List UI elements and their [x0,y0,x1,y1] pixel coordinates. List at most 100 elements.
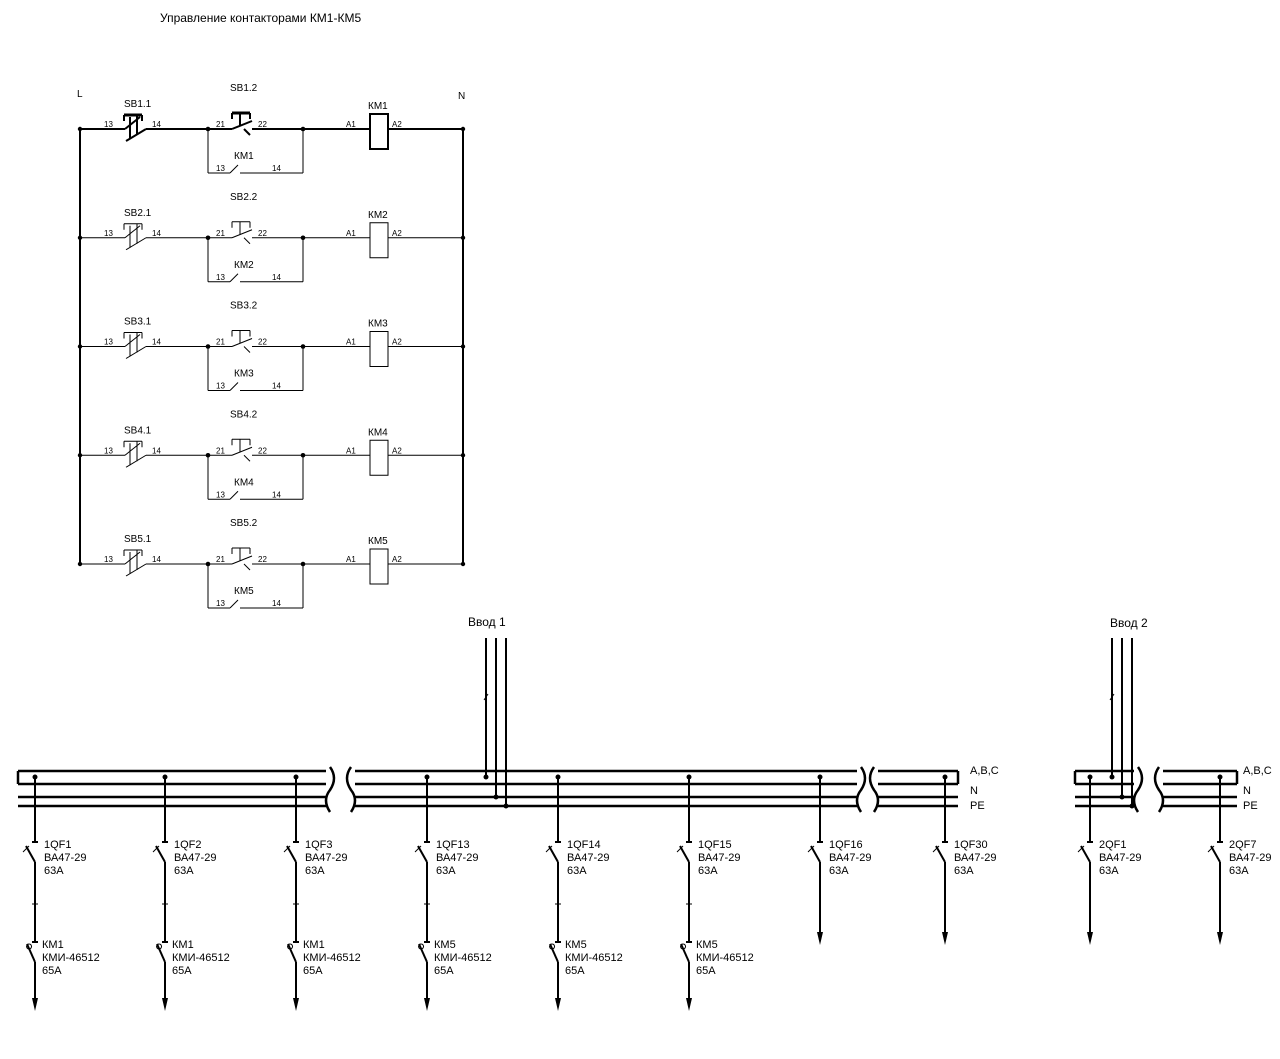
bus-break-mark [1153,766,1165,813]
breaker-rating: 63А [44,865,64,877]
coil-symbol [369,331,389,367]
coil-symbol [369,222,389,259]
coil-label: КМ1 [368,101,388,112]
breaker-label: 1QF15 [698,839,732,851]
coil-label: КМ2 [368,210,388,221]
terminal-label: 13 [216,382,225,391]
holding-contact-label: КМ2 [234,260,254,271]
terminal-label: 13 [104,120,113,129]
feeder-arrow [817,932,823,945]
contactor-blade [418,943,428,963]
start-button-label: SB2.1 [124,208,152,219]
feeder-arrow [1087,932,1093,945]
start-button-label: SB5.1 [124,534,152,545]
terminal-label: A2 [392,120,402,129]
contactor-arc [549,943,556,950]
junction-dot [460,453,466,458]
breaker-rating: 63А [1099,865,1119,877]
stop-button-contact [231,120,253,130]
holding-contact-label: КМ5 [234,586,254,597]
terminal-label: A1 [346,120,356,129]
stop-button-contact [231,338,253,347]
input1-label: Ввод 1 [468,615,506,629]
terminal-label: 13 [104,338,113,347]
stop-button-contact [231,555,253,565]
terminal-label: 13 [104,229,113,238]
start-button-label: SB3.1 [124,317,152,328]
contactor-model: КМИ-46512 [42,952,100,964]
breaker-rating: 63А [305,865,325,877]
stop-button-label: SB5.2 [230,518,258,529]
bus-break-mark [345,766,357,813]
feeder-arrow [555,998,561,1011]
contactor-label: КМ5 [565,939,587,951]
stop-button-label: SB1.2 [230,83,258,94]
breaker-rating: 63А [1229,865,1249,877]
breaker-rating: 63А [954,865,974,877]
terminal-label: 22 [258,555,267,564]
contactor-label: КМ5 [434,939,456,951]
start-button-return [125,454,147,468]
breaker-trip [22,845,30,853]
terminal-label: 14 [272,164,281,173]
terminal-label: 22 [258,229,267,238]
bus-break-mark [324,766,336,813]
holding-contact-label: КМ1 [234,151,254,162]
holding-contact-label: КМ4 [234,477,254,488]
input-tick [483,693,489,701]
junction-dot [460,126,466,132]
terminal-label: 21 [216,120,225,129]
feeder-arrow [424,998,430,1011]
stop-button-contact [243,346,251,353]
stop-button-label: SB4.2 [230,409,258,420]
terminal-label: A2 [392,555,402,564]
breaker-model: ВА47-29 [1229,852,1271,864]
breaker-rating: 63А [698,865,718,877]
breaker-blade [810,845,821,863]
breaker-label: 1QF3 [305,839,333,851]
holding-contact [229,382,239,391]
terminal-label: 22 [258,446,267,455]
terminal-label: 21 [216,555,225,564]
contactor-label: КМ1 [42,939,64,951]
feeder-arrow [686,998,692,1011]
terminal-label: A1 [346,555,356,564]
breaker-label: 1QF1 [44,839,72,851]
feeder-arrow [162,998,168,1011]
bus-label: A,B,C [1243,765,1272,777]
junction-dot [1119,794,1125,800]
breaker-blade [679,845,690,863]
feeder-arrow [942,932,948,945]
terminal-label: A1 [346,229,356,238]
coil-label: КМ5 [368,536,388,547]
terminal-label: 14 [152,555,161,564]
terminal-label: 22 [258,120,267,129]
terminal-label: A2 [392,338,402,347]
contactor-model: КМИ-46512 [303,952,361,964]
start-button-label: SB4.1 [124,425,152,436]
terminal-label: 13 [104,446,113,455]
contactor-blade [156,943,166,963]
stop-button-contact [243,237,251,245]
breaker-trip [545,845,553,853]
contactor-arc [156,943,163,950]
junction-dot [300,561,306,567]
breaker-trip [1077,845,1085,853]
terminal-label: A1 [346,338,356,347]
breaker-trip [932,845,940,853]
busbar-segment [345,766,867,813]
terminal-label: 14 [152,120,161,129]
breaker-model: ВА47-29 [954,852,996,864]
junction-dot [483,774,489,780]
breaker-label: 1QF13 [436,839,470,851]
